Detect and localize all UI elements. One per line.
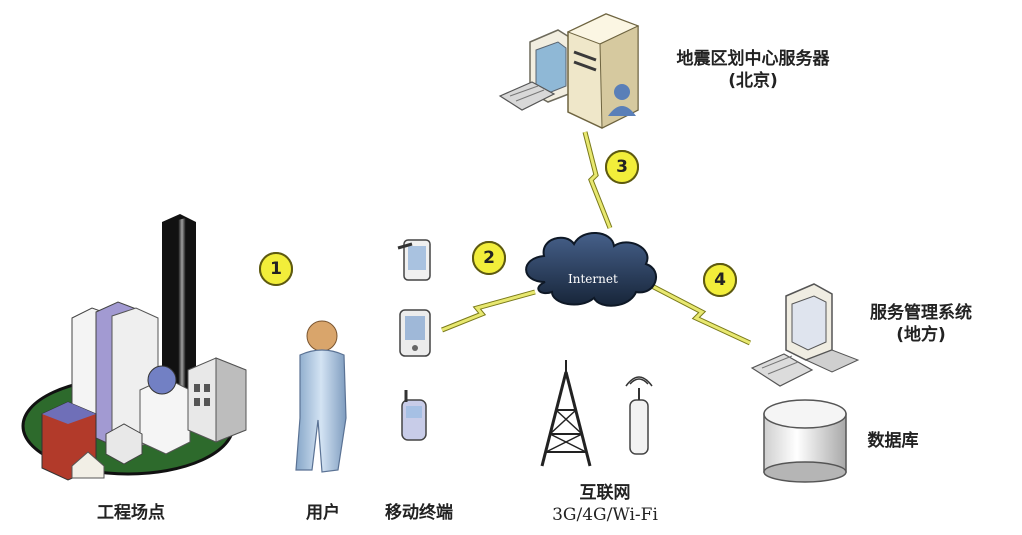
badge-4-label: 4 bbox=[703, 263, 737, 297]
wifi-antenna-icon bbox=[625, 376, 653, 455]
server-label: 地震区划中心服务器 (北京) bbox=[668, 48, 838, 92]
mgmt-label-line2: (地方) bbox=[896, 325, 946, 345]
mobile-label: 移动终端 bbox=[385, 503, 453, 523]
server-computer-icon bbox=[498, 13, 640, 129]
cloud-label: Internet bbox=[568, 272, 618, 286]
network-label-line2: 3G/4G/Wi-Fi bbox=[552, 505, 658, 525]
badge-3-label: 3 bbox=[605, 150, 639, 184]
badge-1-label: 1 bbox=[259, 252, 293, 286]
internet-cloud-icon bbox=[525, 231, 657, 307]
link-mobile-internet bbox=[441, 289, 536, 333]
mgmt-label-line1: 服务管理系统 bbox=[870, 303, 972, 323]
pda-icon bbox=[399, 309, 431, 357]
city-site-icon bbox=[21, 214, 247, 481]
server-label-line2: (北京) bbox=[728, 71, 778, 91]
mgmt-computer-icon bbox=[750, 283, 860, 387]
mgmt-label: 服务管理系统 (地方) bbox=[856, 302, 986, 346]
database-label: 数据库 bbox=[867, 431, 919, 451]
cell-phone-icon bbox=[401, 390, 427, 441]
network-label-line1: 互联网 bbox=[579, 483, 631, 503]
user-label: 用户 bbox=[306, 503, 340, 523]
cell-tower-icon bbox=[540, 360, 592, 467]
link-internet-mgmt bbox=[646, 281, 752, 346]
link-server-internet bbox=[582, 131, 613, 229]
database-icon bbox=[763, 399, 847, 483]
network-label: 互联网 3G/4G/Wi-Fi bbox=[540, 482, 670, 526]
mobile-phone-icon bbox=[397, 239, 431, 281]
server-label-line1: 地震区划中心服务器 bbox=[676, 49, 830, 69]
site-label: 工程场点 bbox=[97, 503, 165, 523]
badge-2-label: 2 bbox=[472, 241, 506, 275]
user-figure-icon bbox=[295, 320, 347, 473]
